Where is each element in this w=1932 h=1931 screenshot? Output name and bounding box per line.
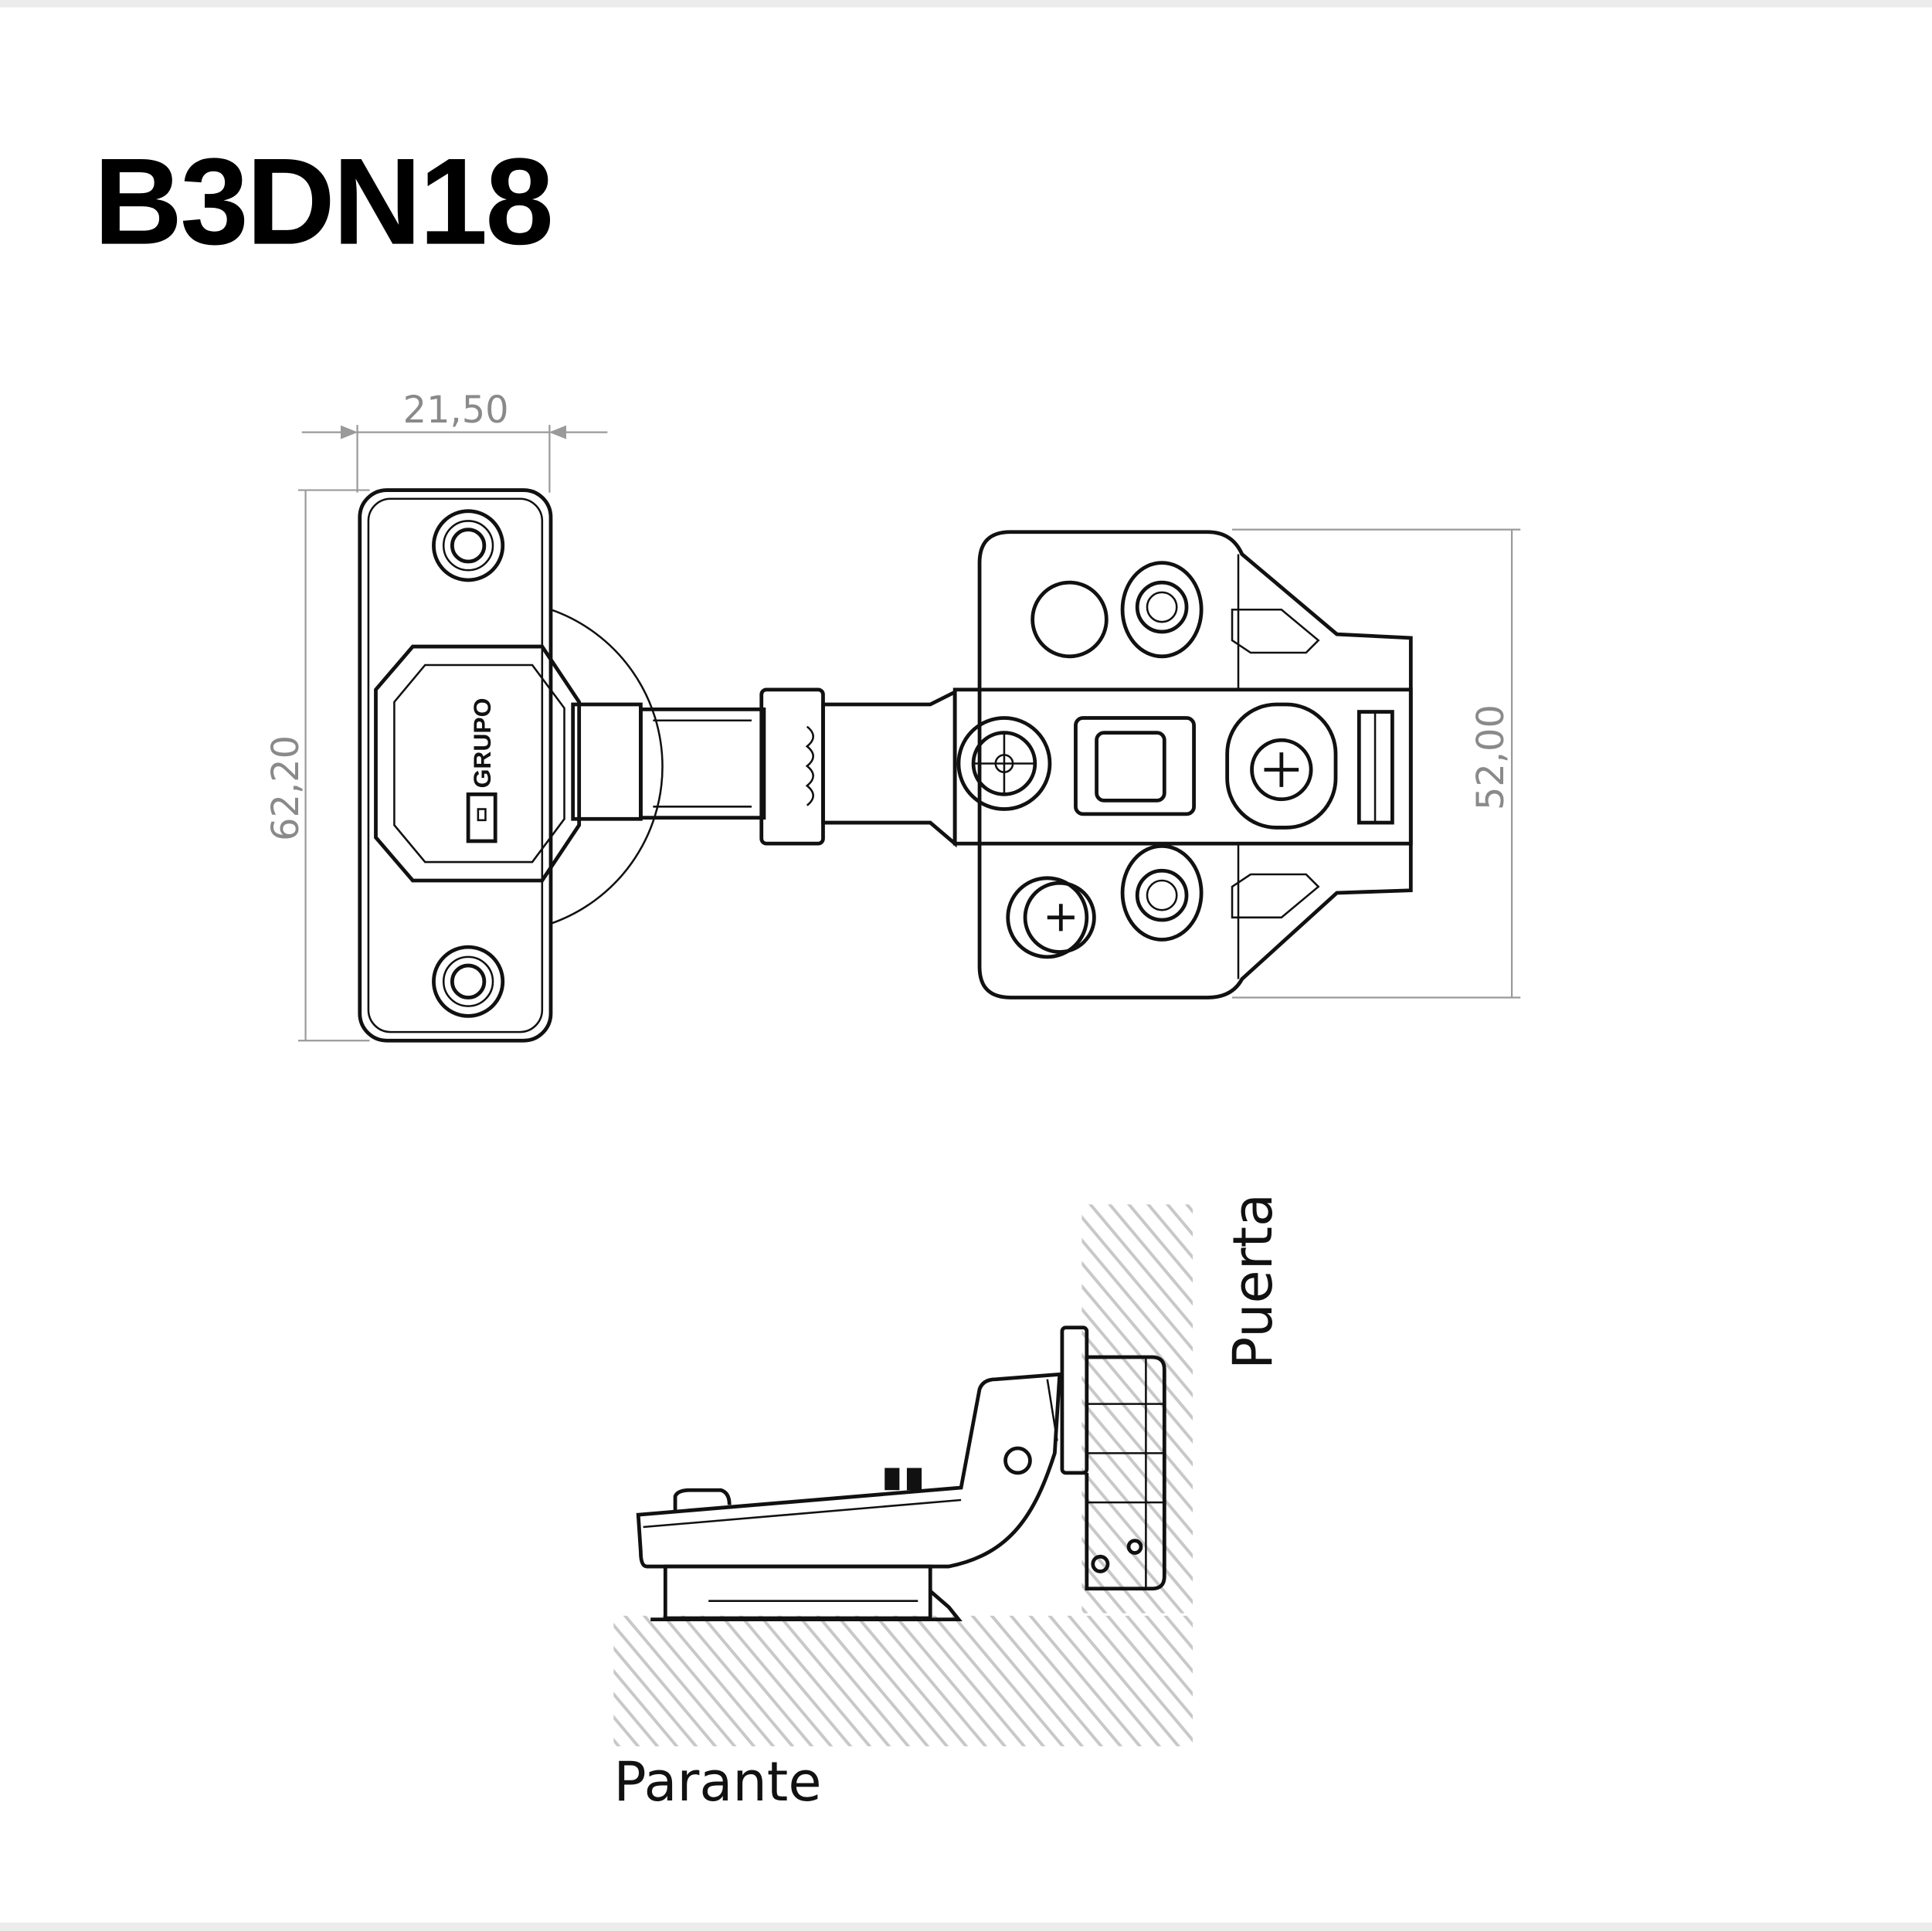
dimension-width-label: 21,50 (403, 389, 509, 432)
hinge-cup-plate: GRUPO (358, 488, 664, 1043)
door-hatch (1081, 1204, 1193, 1614)
cross-screw-icon (1225, 702, 1338, 830)
square-slot (1074, 716, 1196, 816)
dimension-base-height: 52,00 (1232, 528, 1521, 999)
cross-screw-icon (1006, 876, 1096, 959)
frame-hatch (613, 1615, 1193, 1746)
slot-hole-icon (1120, 843, 1204, 942)
screw-hole-icon (432, 945, 505, 1018)
svg-text:GRUPO: GRUPO (468, 698, 496, 789)
slot-hole-icon (1120, 561, 1204, 659)
hinge-arm (571, 687, 957, 848)
bottom-band (0, 1922, 1932, 1931)
product-code-title: B3DN18 (93, 133, 552, 270)
dimension-plate-height-label: 62,20 (265, 735, 307, 841)
brand-logo: GRUPO (466, 698, 497, 843)
dimension-plate-height: 62,20 (265, 489, 370, 1042)
adjust-screw-icon (956, 716, 1052, 811)
dimension-base-height-label: 52,00 (1470, 704, 1513, 810)
top-band (0, 0, 1932, 8)
screw-hole-icon (432, 509, 505, 582)
dimension-width: 21,50 (301, 389, 608, 493)
frame-label: Parante (613, 1750, 821, 1814)
door-label: Puerta (1221, 1193, 1285, 1369)
hinge-mounting-plate (952, 530, 1413, 999)
hinge-side-view (636, 1325, 1166, 1622)
